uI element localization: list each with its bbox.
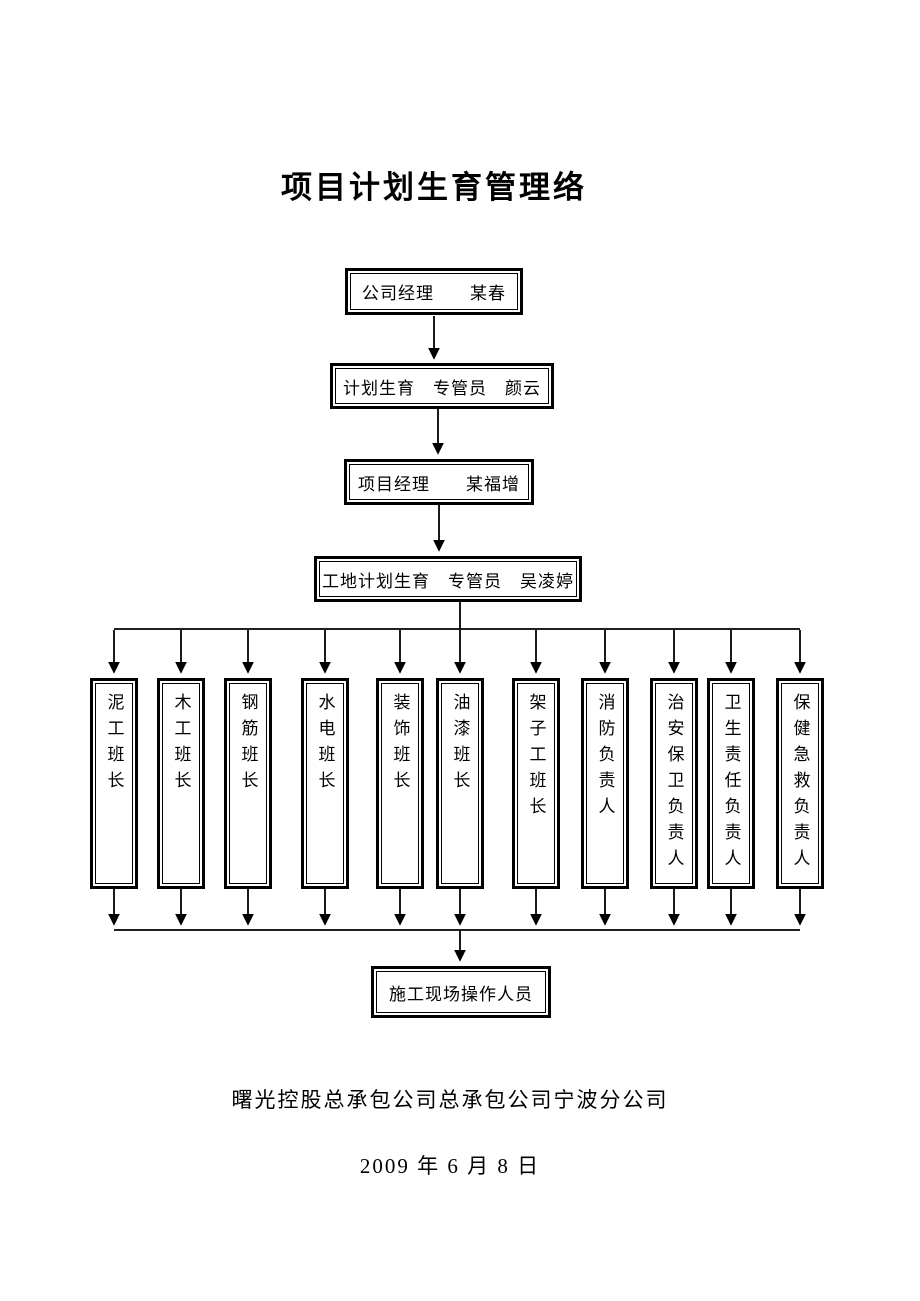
branch-node-sanitation-lead: 卫生责任负责人: [707, 678, 755, 889]
branch-label: 泥工班长: [104, 693, 124, 797]
node-label: 工地计划生育 专管员 吴凌婷: [322, 571, 574, 591]
node-project-manager: 项目经理 某福增: [344, 459, 534, 505]
branch-node-rebar-foreman: 钢筋班长: [224, 678, 272, 889]
branch-node-security-lead: 治安保卫负责人: [650, 678, 698, 889]
node-company-manager: 公司经理 某春: [345, 268, 523, 315]
footer-date: 2009 年 6 月 8 日: [359, 1154, 541, 1178]
node-label: 公司经理 某春: [362, 284, 506, 303]
branch-node-mason-foreman: 泥工班长: [90, 678, 138, 889]
node-label: 计划生育 专管员 颜云: [343, 378, 541, 398]
branch-label: 保健急救负责人: [790, 693, 810, 875]
branch-label: 消防负责人: [595, 693, 615, 823]
node-label: 项目经理 某福增: [358, 474, 520, 494]
branch-drop-arrows: [108, 630, 806, 674]
branch-node-first-aid-lead: 保健急救负责人: [776, 678, 824, 889]
node-label: 施工现场操作人员: [389, 984, 533, 1004]
node-site-family-planning-officer: 工地计划生育 专管员 吴凌婷: [314, 556, 582, 602]
branch-node-plumbing-electric-foreman: 水电班长: [301, 678, 349, 889]
branch-label: 治安保卫负责人: [664, 693, 684, 875]
branch-label: 架子工班长: [526, 693, 546, 823]
branch-node-scaffolder-foreman: 架子工班长: [512, 678, 560, 889]
collect-rail-and-sink-arrow: [114, 929, 800, 962]
branch-collect-arrows: [108, 889, 806, 926]
footer-company: 曙光控股总承包公司总承包公司宁波分公司: [231, 1088, 669, 1112]
node-family-planning-officer: 计划生育 专管员 颜云: [330, 363, 554, 409]
branch-node-decoration-foreman: 装饰班长: [376, 678, 424, 889]
page-title: 项目计划生育管理络: [281, 170, 587, 205]
branch-node-fire-safety-lead: 消防负责人: [581, 678, 629, 889]
branch-label: 卫生责任负责人: [721, 693, 741, 875]
branch-node-carpenter-foreman: 木工班长: [157, 678, 205, 889]
branch-label: 装饰班长: [390, 693, 410, 797]
branch-label: 水电班长: [315, 693, 335, 797]
branch-label: 木工班长: [171, 693, 191, 797]
branch-label: 钢筋班长: [238, 693, 258, 797]
branch-node-paint-foreman: 油漆班长: [436, 678, 484, 889]
branch-label: 油漆班长: [450, 693, 470, 797]
node-site-operators: 施工现场操作人员: [371, 966, 551, 1018]
